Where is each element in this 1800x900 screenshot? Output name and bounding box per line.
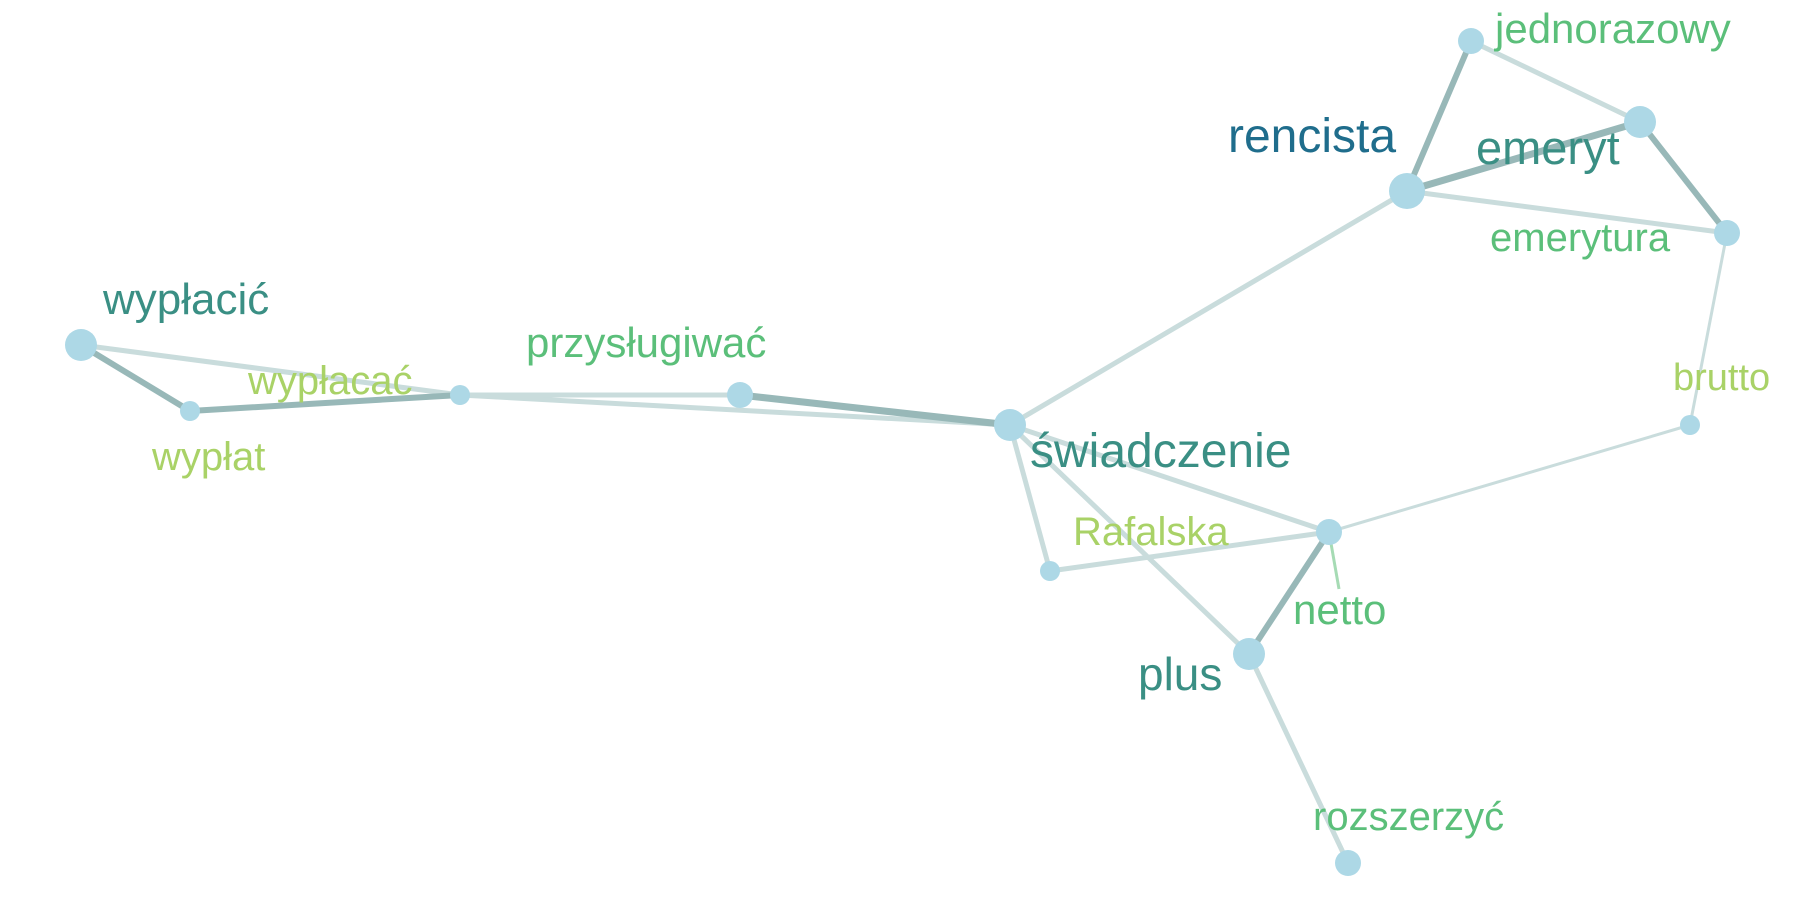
edge-rafalska-netto bbox=[1047, 529, 1332, 574]
label-plus: plus bbox=[1138, 648, 1222, 700]
node-wyplat[interactable] bbox=[180, 401, 200, 421]
edge-jednorazowy-emeryt bbox=[1468, 38, 1643, 125]
edge-przyslugiwac-swiadczenie bbox=[736, 391, 1014, 429]
edge-netto-brutto bbox=[1327, 423, 1692, 534]
node-emerytura[interactable] bbox=[1714, 220, 1740, 246]
label-rafalska: Rafalska bbox=[1073, 510, 1229, 554]
node-rencista[interactable] bbox=[1389, 173, 1425, 209]
edge-wyplat-wyplacac bbox=[187, 392, 463, 414]
label-rozszerzyc: rozszerzyć bbox=[1313, 795, 1504, 839]
label-swiadczenie: świadczenie bbox=[1030, 425, 1291, 478]
edge-plus-rozszerzyc bbox=[1246, 651, 1351, 866]
node-jednorazowy[interactable] bbox=[1458, 28, 1484, 54]
node-netto[interactable] bbox=[1316, 519, 1342, 545]
label-wyplacac: wypłacać bbox=[247, 359, 413, 403]
edge-swiadczenie-netto bbox=[1007, 422, 1332, 535]
node-rafalska[interactable] bbox=[1040, 561, 1060, 581]
node-przyslugiwac[interactable] bbox=[727, 382, 753, 408]
edge-jednorazowy-rencista bbox=[1404, 38, 1474, 194]
node-rozszerzyc[interactable] bbox=[1335, 850, 1361, 876]
node-plus[interactable] bbox=[1233, 638, 1265, 670]
node-brutto[interactable] bbox=[1680, 415, 1700, 435]
edge-wyplacic-wyplat bbox=[78, 342, 193, 414]
label-emerytura: emerytura bbox=[1490, 216, 1671, 260]
edge-rencista-swiadczenie bbox=[1007, 188, 1410, 428]
nodes-layer bbox=[65, 28, 1740, 876]
node-wyplacac[interactable] bbox=[450, 385, 470, 405]
node-swiadczenie[interactable] bbox=[994, 409, 1026, 441]
edge-wyplacac-swiadczenie bbox=[457, 392, 1013, 428]
label-wyplacic: wypłacić bbox=[102, 275, 269, 324]
edge-swiadczenie-rafalska bbox=[1007, 422, 1053, 574]
node-emeryt[interactable] bbox=[1624, 106, 1656, 138]
label-wyplat: wypłat bbox=[151, 435, 265, 479]
label-rencista: rencista bbox=[1228, 110, 1396, 163]
label-netto: netto bbox=[1293, 586, 1386, 633]
edge-emerytura-brutto bbox=[1688, 231, 1729, 427]
label-brutto: brutto bbox=[1673, 357, 1770, 399]
label-przyslugiwac: przysługiwać bbox=[526, 319, 766, 366]
edge-wyplacic-wyplacac bbox=[78, 342, 463, 398]
labels-layer: jednorazowy emeryt rencista emerytura brutto… bbox=[102, 5, 1770, 839]
edges-layer bbox=[78, 38, 1730, 866]
label-emeryt: emeryt bbox=[1476, 121, 1620, 174]
node-wyplacic[interactable] bbox=[65, 329, 97, 361]
edge-rencista-emerytura bbox=[1404, 188, 1730, 236]
edge-netto-plus bbox=[1246, 529, 1332, 657]
label-jednorazowy: jednorazowy bbox=[1493, 5, 1731, 52]
edge-emeryt-emerytura bbox=[1637, 119, 1730, 236]
edge-rencista-emeryt bbox=[1403, 118, 1644, 195]
edge-swiadczenie-plus bbox=[1007, 422, 1252, 657]
